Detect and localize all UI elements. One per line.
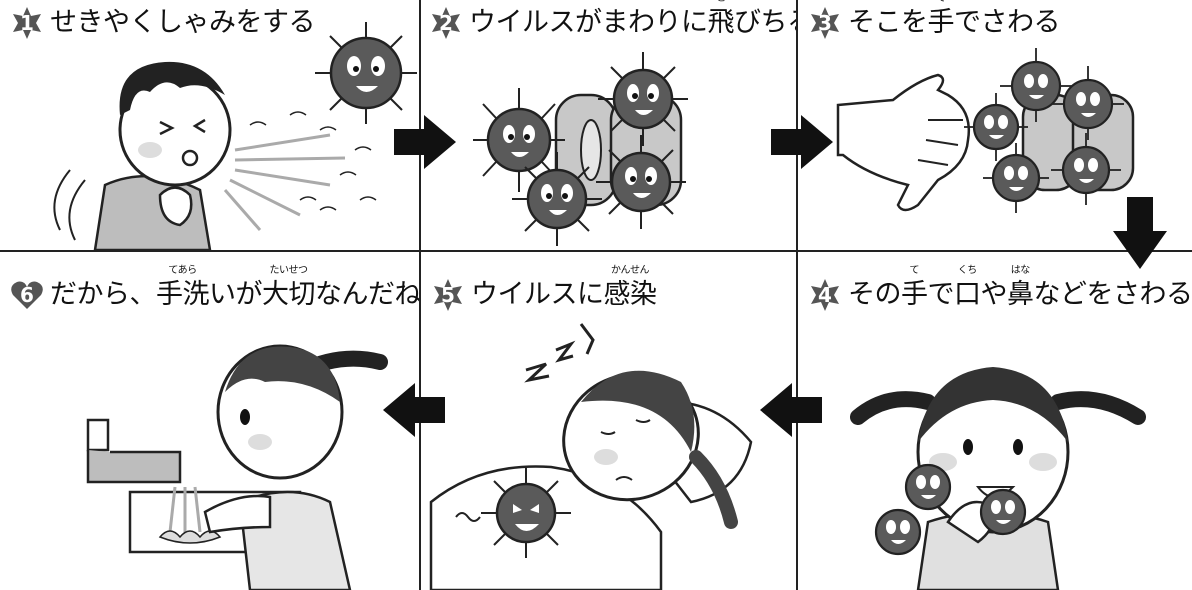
virus-on-doorknob-illustration bbox=[473, 52, 688, 246]
arrow-left-icon bbox=[760, 383, 822, 437]
arrow-left-icon bbox=[383, 383, 445, 437]
panel-title: 4 そのて手でくち口やはな鼻などをさわる bbox=[808, 265, 1192, 312]
panel-title: 3 そこをて手でさわる bbox=[808, 0, 1061, 40]
virus-icon bbox=[481, 468, 571, 558]
girl-touching-face-illustration bbox=[850, 367, 1146, 590]
panel-title: 5 ウイルスにかんせん感染 bbox=[431, 265, 657, 312]
panel-title: 1 せきやくしゃみをする bbox=[10, 6, 316, 40]
step-number: 6 bbox=[20, 283, 34, 307]
furigana: て bbox=[909, 265, 920, 276]
panel-2: 2 ウイルスがまわりにと飛びちる bbox=[421, 0, 796, 250]
panel-title: 2 ウイルスがまわりにと飛びちる bbox=[429, 0, 796, 40]
step-number: 1 bbox=[20, 11, 34, 35]
furigana: くち bbox=[957, 265, 977, 276]
furigana: はな bbox=[1010, 265, 1030, 276]
step-number: 4 bbox=[818, 283, 832, 307]
panel-title-text: せきやくしゃみをする bbox=[50, 7, 316, 38]
furigana: たいせつ bbox=[269, 265, 309, 276]
divider-vertical-right bbox=[796, 0, 798, 590]
panel-5: 5 ウイルスにかんせん感染 bbox=[421, 252, 796, 590]
hand-touching-virus-illustration bbox=[836, 48, 1135, 213]
divider-horizontal bbox=[0, 250, 1192, 252]
furigana: と bbox=[708, 0, 735, 5]
step-number: 5 bbox=[441, 283, 455, 307]
girl-washing-hands-illustration bbox=[86, 344, 388, 590]
panel-1: 1 せきやくしゃみをする bbox=[0, 0, 419, 250]
step-badge-icon: 3 bbox=[808, 6, 842, 40]
divider-vertical-left bbox=[419, 0, 421, 590]
arrow-right-icon bbox=[771, 115, 833, 169]
panel-title-text: そのて手でくち口やはな鼻などをさわる bbox=[848, 265, 1192, 310]
furigana: て bbox=[928, 0, 955, 5]
arrow-right-icon bbox=[394, 115, 456, 169]
step-badge-icon: 4 bbox=[808, 278, 842, 312]
step-badge-icon: 1 bbox=[10, 6, 44, 40]
heart-badge-icon: 6 bbox=[10, 278, 44, 312]
panel-4: 4 そのて手でくち口やはな鼻などをさわる bbox=[798, 252, 1192, 590]
step-number: 3 bbox=[818, 11, 832, 35]
panel-title-text: ウイルスにかんせん感染 bbox=[471, 265, 657, 310]
step-badge-icon: 5 bbox=[431, 278, 465, 312]
furigana: かんせん bbox=[611, 265, 650, 276]
panel-title-text: そこをて手でさわる bbox=[848, 0, 1061, 40]
step-number: 2 bbox=[439, 11, 453, 35]
arrow-down-icon bbox=[1113, 197, 1167, 269]
panel-3: 3 そこをて手でさわる bbox=[798, 0, 1192, 250]
virus-icon bbox=[1000, 48, 1072, 122]
sick-girl-in-bed-illustration bbox=[429, 323, 753, 590]
panel-title-text: ウイルスがまわりにと飛びちる bbox=[469, 0, 796, 40]
furigana: てあら bbox=[168, 265, 197, 276]
sneezing-boy-illustration bbox=[53, 22, 417, 250]
step-badge-icon: 2 bbox=[429, 6, 463, 40]
virus-icon bbox=[315, 22, 417, 124]
